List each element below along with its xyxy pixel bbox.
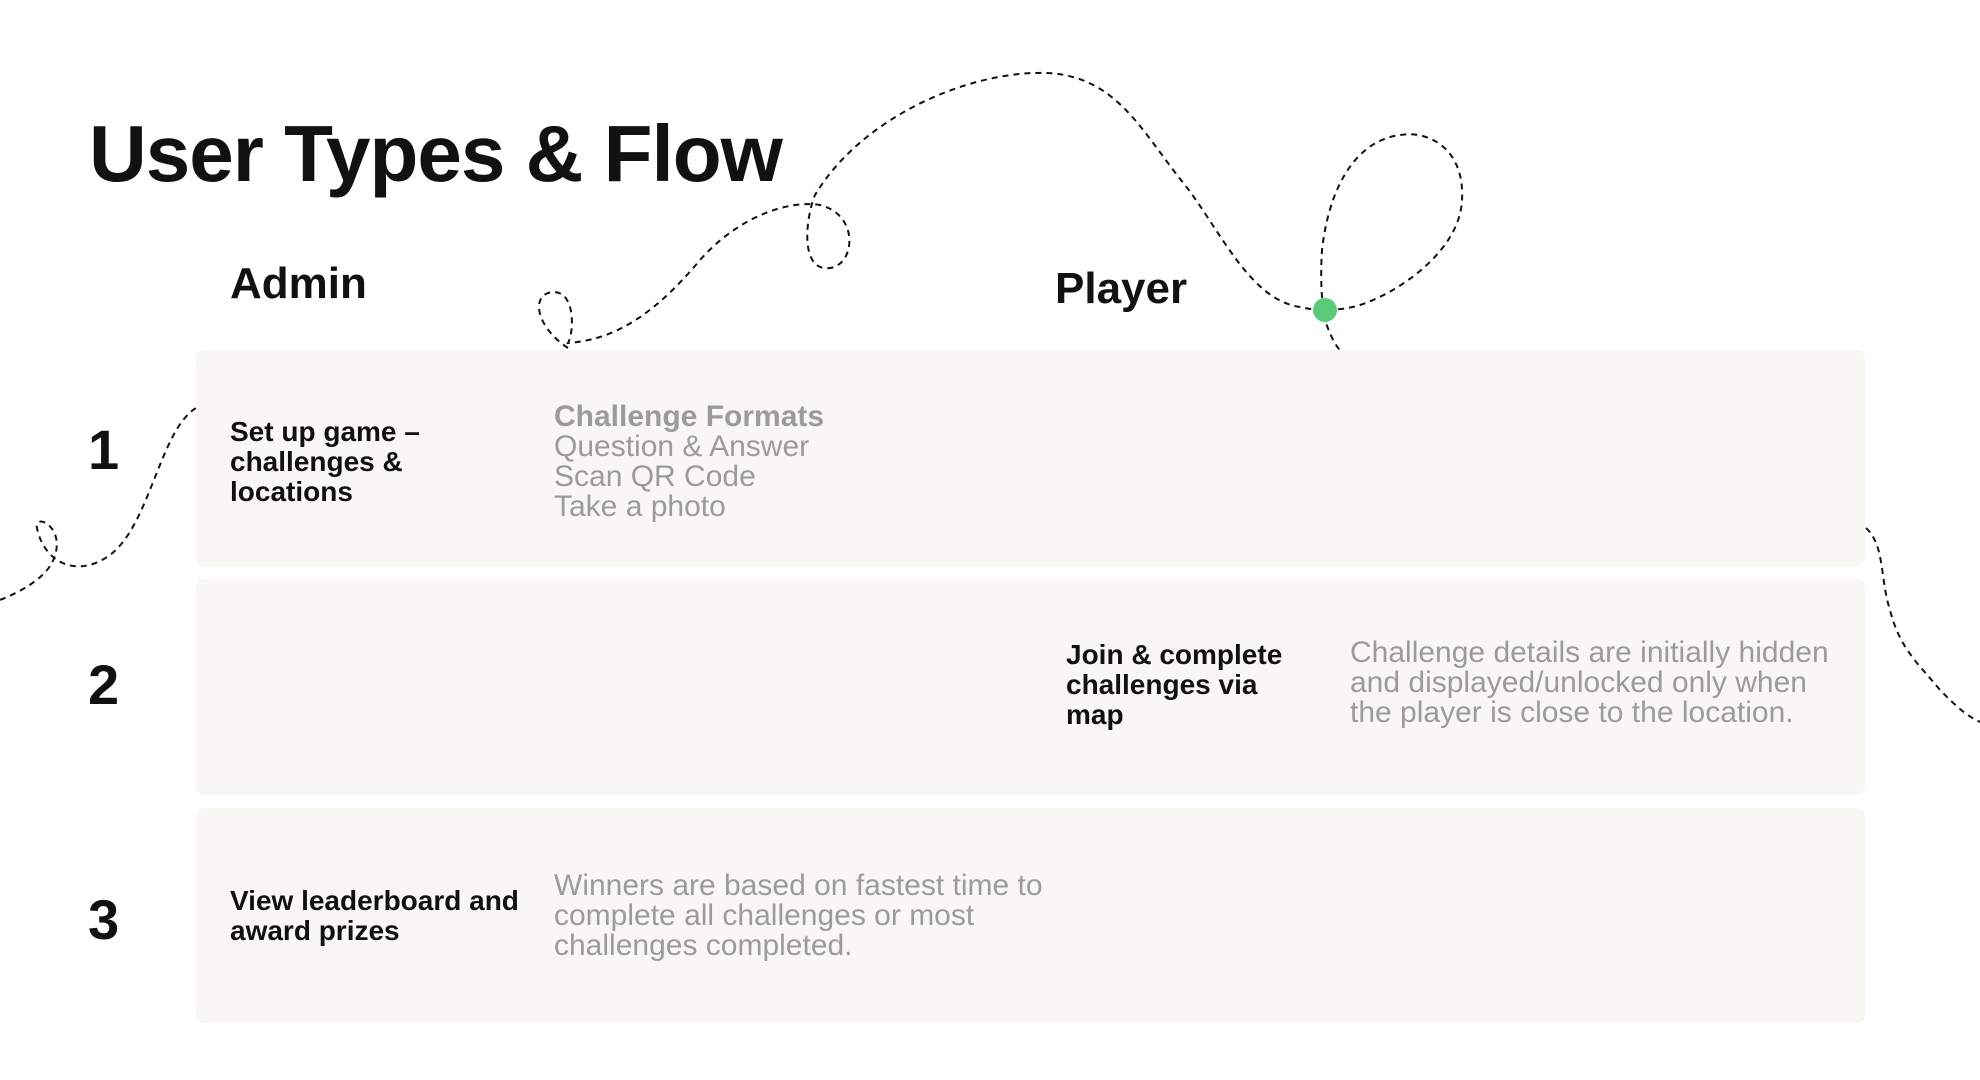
flow-row-band-3 [196,808,1865,1023]
location-marker-dot [1313,298,1337,322]
column-header-player: Player [1055,264,1188,313]
player-step-join-challenges: Join & complete challenges via map [1066,639,1283,730]
leaderboard-notes: Winners are based on fastest time to com… [554,869,1043,962]
challenge-formats-heading: Challenge Formats [554,400,825,433]
flow-row-band-2 [196,579,1865,795]
dashed-flow-path-right [1865,527,1980,723]
admin-step-setup-game: Set up game – challenges & locations [230,416,420,507]
row-number-3: 3 [88,888,120,951]
challenge-format-item: Scan QR Code [554,460,756,493]
row-number-1: 1 [88,418,120,481]
challenge-format-item: Take a photo [554,490,726,523]
challenge-formats-notes: Challenge Formats Question & Answer Scan… [554,402,974,522]
page-title: User Types & Flow [89,109,783,198]
column-header-admin: Admin [230,259,367,308]
row-number-2: 2 [88,653,120,716]
flow-row-band-1 [196,350,1865,566]
player-step-notes: Challenge details are initially hidden a… [1350,636,1829,729]
admin-step-leaderboard: View leaderboard and award prizes [230,885,519,946]
challenge-format-item: Question & Answer [554,430,810,463]
